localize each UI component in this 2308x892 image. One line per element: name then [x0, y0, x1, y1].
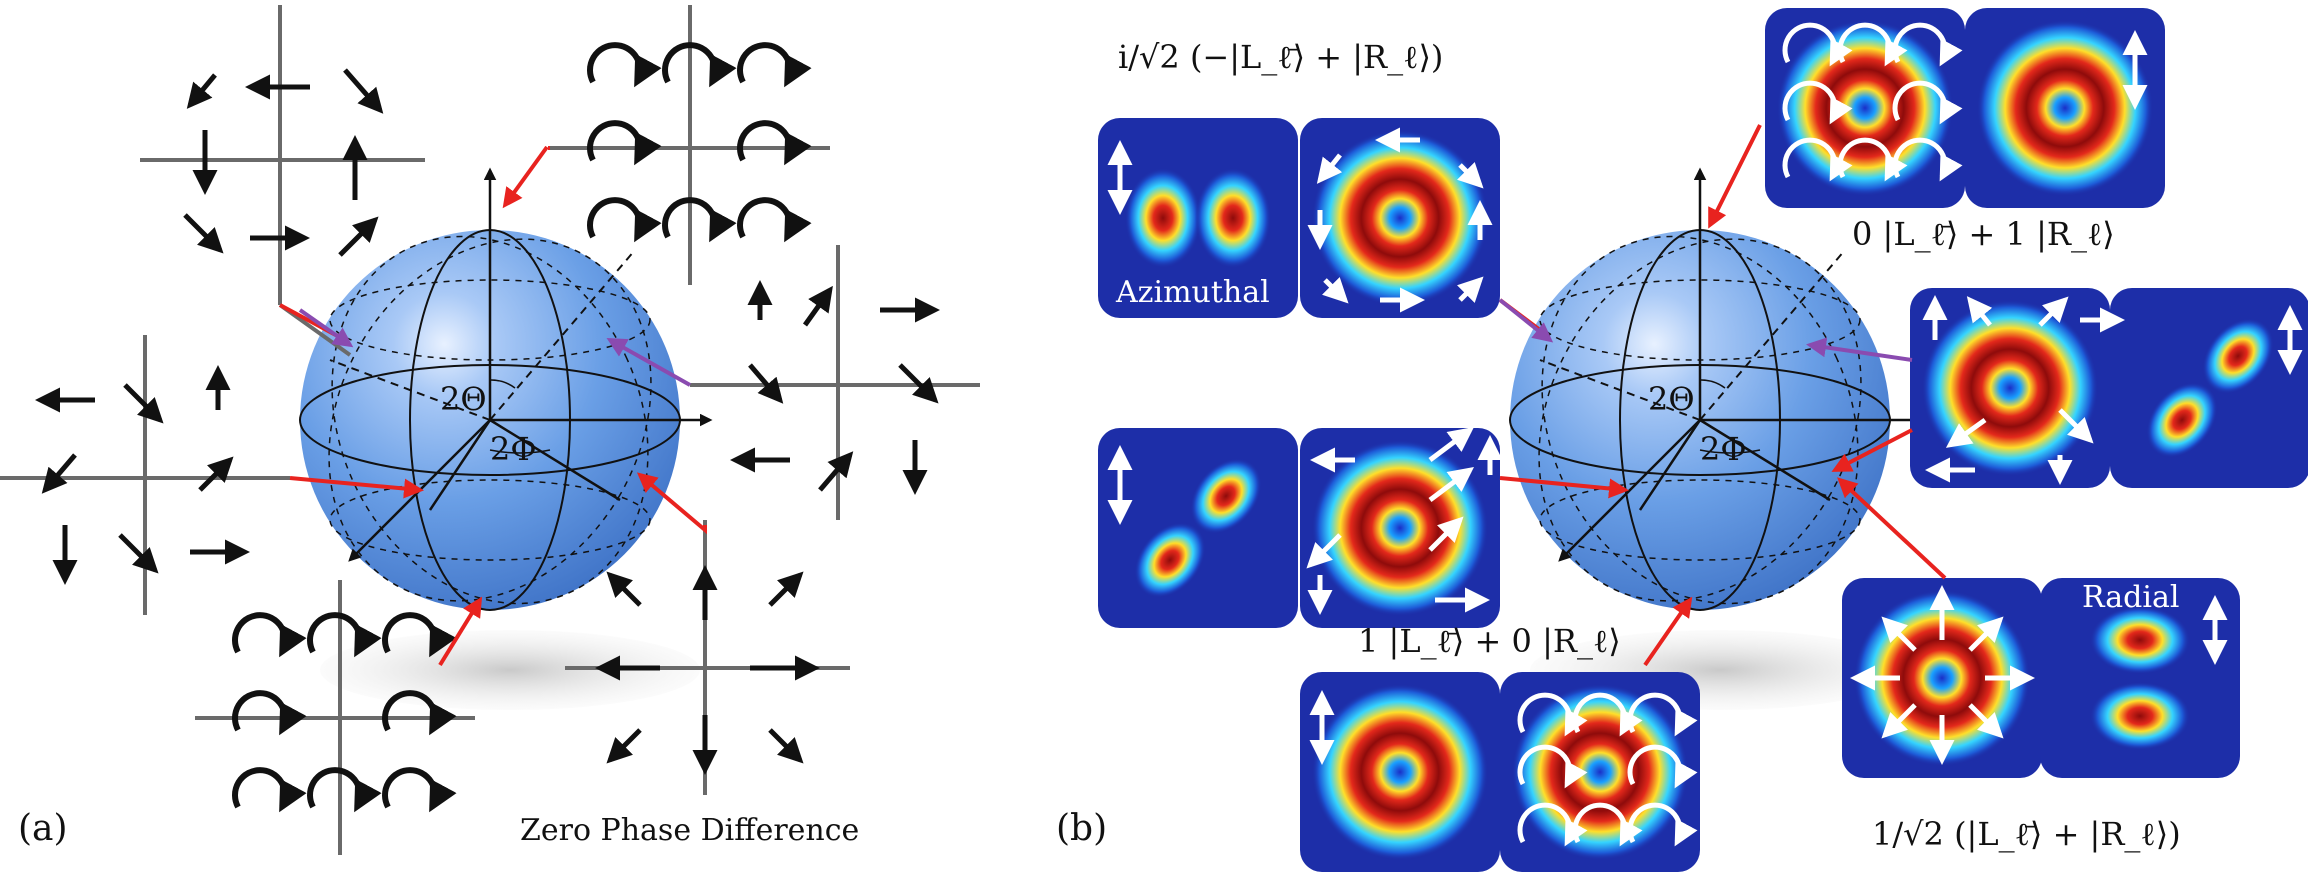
- beam-pair-top-right: [1765, 8, 2165, 208]
- angle-phi-b: 2Φ: [1700, 430, 1747, 468]
- panel-label-a: (a): [18, 808, 68, 849]
- arrows-l: [35, 365, 250, 585]
- angle-phi-a: 2Φ: [490, 430, 537, 468]
- state-top-left: i/√2 (−|L_ℓ̄⟩ + |R_ℓ⟩): [1118, 38, 1443, 76]
- beam-pair-bottom-left: [1300, 672, 1700, 872]
- arrows-r: [730, 280, 940, 495]
- polarization-grid-bl: [195, 580, 475, 855]
- state-top-right: 0 |L_ℓ̄⟩ + 1 |R_ℓ⟩: [1852, 215, 2115, 253]
- state-bottom-left: 1 |L_ℓ̄⟩ + 0 |R_ℓ⟩: [1358, 622, 1621, 660]
- polarization-grid-r: [690, 245, 980, 520]
- arrows-tl: [183, 68, 384, 257]
- angle-theta-b: 2Θ: [1648, 380, 1695, 418]
- panel-a: 2Θ 2Φ: [0, 5, 980, 855]
- panel-label-b: (b): [1056, 808, 1107, 849]
- tile-label-azimuthal: Azimuthal: [1115, 275, 1270, 310]
- angle-theta-a: 2Θ: [440, 380, 487, 418]
- beam-pair-bottom-right: Radial: [1842, 578, 2240, 778]
- pointer-lines-a: [279, 145, 707, 667]
- arrows-br: [595, 565, 820, 775]
- panel-b: 2Θ 2Φ Azimuthal: [1056, 8, 2308, 872]
- tile-label-radial: Radial: [2082, 580, 2179, 615]
- beam-pair-right: [1910, 288, 2308, 488]
- beam-pair-top-left: Azimuthal: [1098, 118, 1500, 318]
- caption-zero-phase: Zero Phase Difference: [520, 813, 859, 848]
- pointer-lines-b: [1498, 124, 1947, 667]
- state-bottom-right: 1/√2 (|L_ℓ̄⟩ + |R_ℓ⟩): [1872, 815, 2181, 853]
- polarization-grid-l: [0, 335, 290, 615]
- beam-pair-left: [1098, 427, 1503, 628]
